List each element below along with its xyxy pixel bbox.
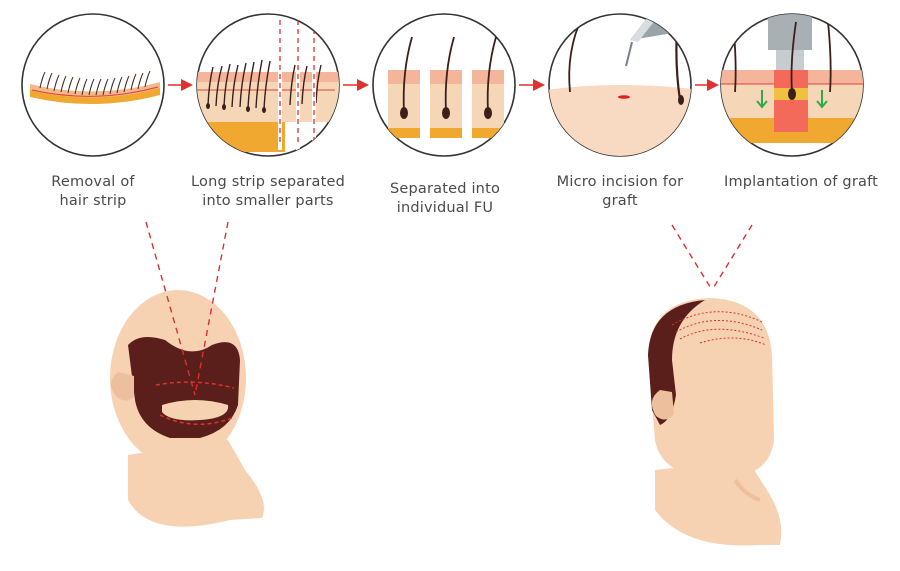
- step-2-caption: Long strip separated into smaller parts: [185, 173, 351, 211]
- step-2-illustration: [196, 13, 340, 157]
- step-1-caption-line2: hair strip: [59, 193, 127, 209]
- donor-head-illustration: [110, 221, 264, 527]
- step-5-caption: Implantation of graft: [712, 173, 890, 192]
- step-3-illustration: [372, 13, 516, 157]
- step-4-illustration: [548, 13, 692, 157]
- step-2-caption-line2: into smaller parts: [202, 193, 334, 209]
- step-3-caption-line1: Separated into: [389, 181, 501, 197]
- step-2-caption-line1: Long strip separated: [191, 174, 345, 190]
- step-5-caption-line1: Implantation of graft: [723, 174, 879, 190]
- recipient-head-illustration: [648, 224, 782, 546]
- step-3-caption: Separated into individual FU: [372, 180, 518, 218]
- step-4-caption-line1: Micro incision for: [556, 174, 684, 190]
- step-1-illustration: [21, 13, 165, 157]
- step-3-caption-line2: individual FU: [396, 200, 494, 216]
- step-1-caption-line1: Removal of: [51, 174, 135, 190]
- step-4-caption: Micro incision for graft: [542, 173, 698, 211]
- step-5-illustration: [720, 13, 864, 157]
- step-4-caption-line2: graft: [602, 193, 638, 209]
- step-1-caption: Removal of hair strip: [20, 173, 166, 211]
